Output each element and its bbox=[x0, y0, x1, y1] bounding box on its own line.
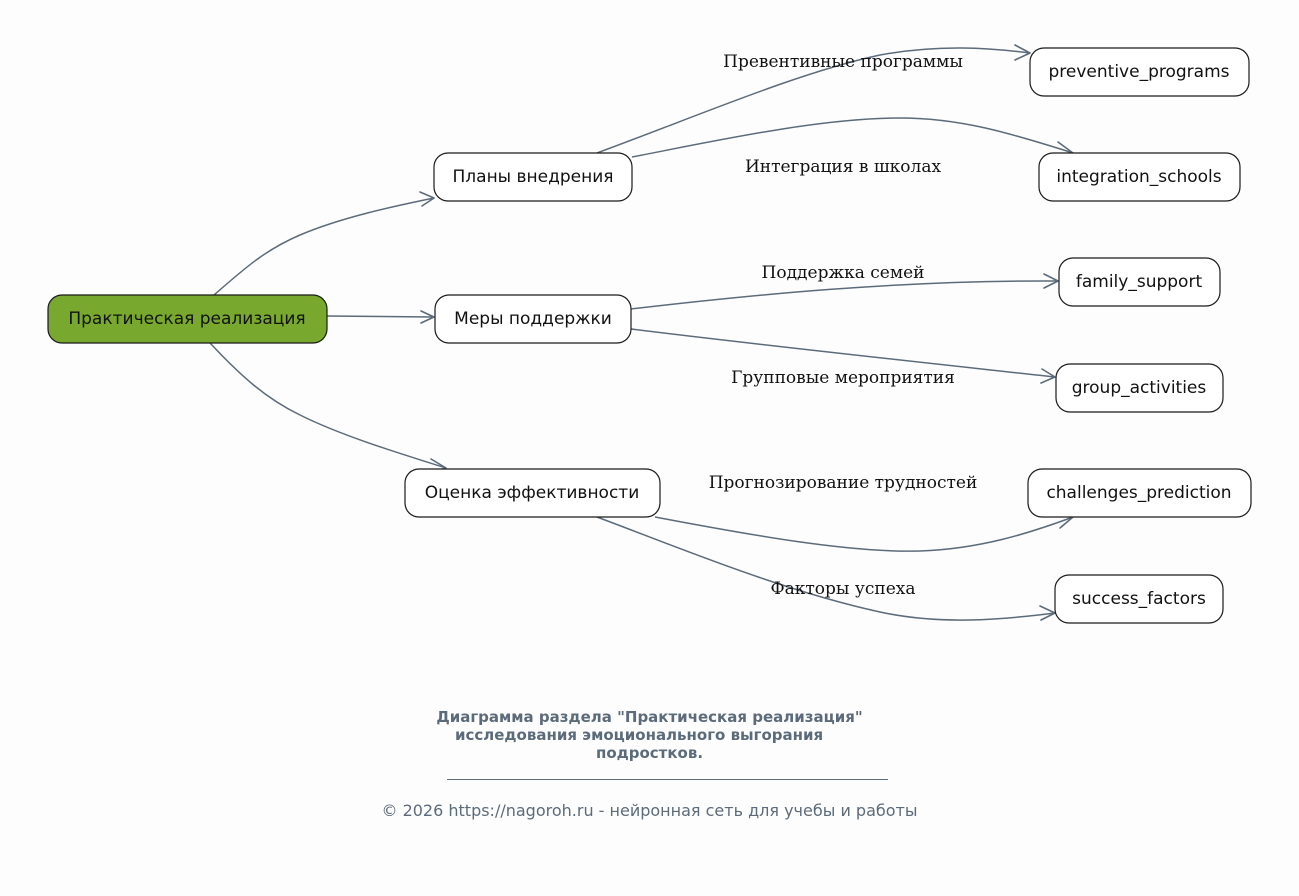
branch-node-plans[interactable]: Планы внедрения bbox=[433, 152, 633, 202]
copyright-text: © 2026 https://nagoroh.ru - нейронная се… bbox=[381, 801, 918, 820]
edge-evaluation-challenges bbox=[654, 516, 1074, 552]
leaf-node-group-activities[interactable]: group_activities bbox=[1055, 363, 1224, 413]
caption-line: Диаграмма раздела "Практическая реализац… bbox=[436, 708, 863, 726]
edge-root-plans bbox=[213, 197, 435, 296]
leaf-node-box[interactable] bbox=[1038, 152, 1241, 202]
branch-node-label: Меры поддержки bbox=[454, 309, 612, 329]
edge-label-preventive: Превентивные программы bbox=[723, 52, 963, 72]
edge-label-success: Факторы успеха bbox=[771, 579, 916, 599]
caption-line: исследования эмоционального выгорания bbox=[454, 726, 845, 744]
leaf-node-box[interactable] bbox=[1027, 468, 1252, 518]
branch-node-support[interactable]: Меры поддержки bbox=[434, 294, 632, 344]
edge-evaluation-success bbox=[596, 516, 1056, 621]
edge-label-family: Поддержка семей bbox=[762, 263, 925, 283]
root-node-box[interactable] bbox=[47, 294, 328, 344]
diagram-caption: Диаграмма раздела "Практическая реализац… bbox=[0, 708, 1299, 762]
edge-root-support bbox=[326, 315, 435, 318]
arrowhead-icon bbox=[420, 310, 435, 324]
leaf-node-integration-schools[interactable]: integration_schools bbox=[1038, 152, 1241, 202]
edges bbox=[209, 44, 1074, 621]
edge-root-evaluation bbox=[209, 342, 447, 469]
root-node[interactable]: Практическая реализация bbox=[47, 294, 328, 344]
leaf-node-box[interactable] bbox=[1054, 574, 1224, 624]
edge-label-integration: Интеграция в школах bbox=[745, 157, 942, 177]
branch-node-box[interactable] bbox=[433, 152, 633, 202]
arrowhead-icon bbox=[1014, 44, 1031, 61]
edge-plans-preventive bbox=[596, 47, 1031, 154]
branch-node-label: Оценка эффективности bbox=[425, 483, 640, 503]
leaf-node-label: success_factors bbox=[1072, 589, 1206, 609]
edge-labels: Превентивные программы Интеграция в школ… bbox=[709, 52, 978, 599]
leaf-node-success-factors[interactable]: success_factors bbox=[1054, 574, 1224, 624]
branch-node-box[interactable] bbox=[434, 294, 632, 344]
caption-line: подростков. bbox=[595, 744, 704, 762]
arrowhead-icon bbox=[1043, 273, 1059, 289]
leaf-node-challenges-prediction[interactable]: challenges_prediction bbox=[1027, 468, 1252, 518]
leaf-node-box[interactable] bbox=[1029, 47, 1250, 97]
leaf-node-label: family_support bbox=[1076, 272, 1203, 292]
leaf-node-label: preventive_programs bbox=[1049, 62, 1230, 82]
leaf-node-label: challenges_prediction bbox=[1046, 483, 1231, 503]
branch-node-evaluation[interactable]: Оценка эффективности bbox=[404, 468, 661, 518]
leaf-node-preventive-programs[interactable]: preventive_programs bbox=[1029, 47, 1250, 97]
arrowhead-icon bbox=[419, 191, 435, 207]
edge-label-challenges: Прогнозирование трудностей bbox=[709, 473, 978, 493]
edge-support-family bbox=[630, 280, 1059, 310]
root-node-label: Практическая реализация bbox=[68, 309, 305, 329]
edge-support-group bbox=[630, 328, 1056, 378]
edge-plans-integration bbox=[631, 117, 1074, 158]
leaf-node-label: group_activities bbox=[1072, 378, 1207, 398]
leaf-node-box[interactable] bbox=[1055, 363, 1224, 413]
branch-node-box[interactable] bbox=[404, 468, 661, 518]
edge-label-group: Групповые мероприятия bbox=[731, 368, 955, 388]
caption-divider bbox=[447, 779, 888, 780]
leaf-node-box[interactable] bbox=[1058, 257, 1221, 307]
leaf-node-label: integration_schools bbox=[1056, 167, 1221, 187]
arrowhead-icon bbox=[1040, 368, 1056, 384]
branch-node-label: Планы внедрения bbox=[453, 167, 614, 187]
leaf-node-family-support[interactable]: family_support bbox=[1058, 257, 1221, 307]
